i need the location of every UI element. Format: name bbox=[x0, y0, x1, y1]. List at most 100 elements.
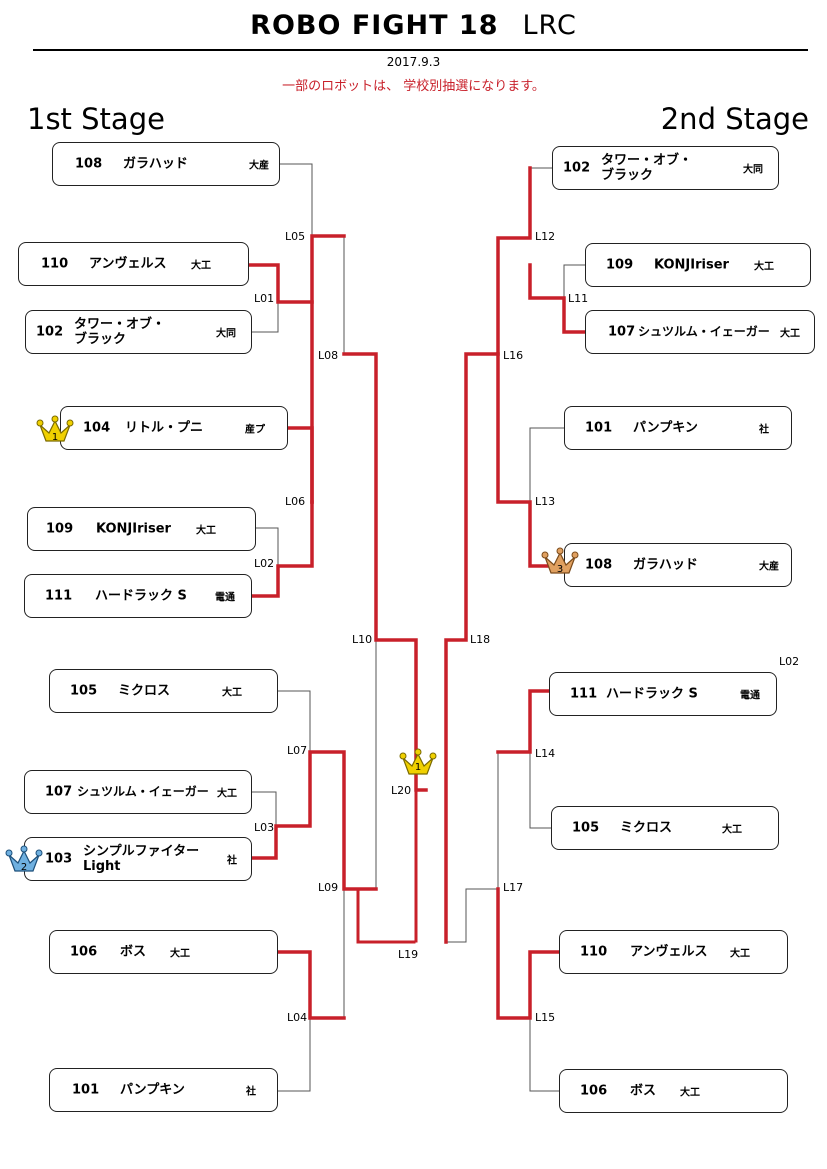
team-school: 電通 bbox=[740, 690, 760, 702]
crown-icon-bronze: 3 bbox=[541, 547, 579, 575]
team-card-left-101[interactable]: 101 パンプキン 社 bbox=[49, 1068, 278, 1112]
team-card-right-110[interactable]: 110 アンヴェルス 大工 bbox=[559, 930, 788, 974]
match-label-l11: L11 bbox=[568, 292, 589, 305]
crown-rank: 1 bbox=[52, 432, 58, 443]
match-label-l17: L17 bbox=[503, 881, 524, 894]
match-label-l01: L01 bbox=[254, 292, 275, 305]
team-card-right-108[interactable]: 108 ガラハッド 大産 bbox=[564, 543, 792, 587]
match-label-l03: L03 bbox=[254, 821, 275, 834]
team-card-left-111[interactable]: 111 ハードラック S 電通 bbox=[24, 574, 252, 618]
team-number: 106 bbox=[70, 944, 98, 960]
bracket-line bbox=[529, 167, 553, 239]
crown-icon-gold-champion: 1 bbox=[399, 748, 437, 775]
winner-line bbox=[276, 950, 346, 1020]
crown-rank: 1 bbox=[415, 762, 421, 773]
bracket-line bbox=[251, 791, 277, 827]
team-number: 107 bbox=[608, 324, 636, 340]
team-card-left-109[interactable]: 109 KONJIriser 大工 bbox=[27, 507, 256, 551]
winner-line bbox=[250, 500, 314, 598]
crown-icon-silver: 2 bbox=[5, 845, 43, 873]
winner-line bbox=[496, 352, 566, 568]
bracket-line bbox=[277, 690, 311, 753]
team-school: 大産 bbox=[249, 160, 269, 172]
winner-line bbox=[444, 166, 532, 944]
team-school: 大工 bbox=[217, 788, 237, 800]
bracket-line bbox=[529, 751, 552, 829]
team-card-left-106[interactable]: 106 ボス 大工 bbox=[49, 930, 278, 974]
match-label-l02: L02 bbox=[254, 557, 275, 570]
team-card-right-111[interactable]: 111 ハードラック S 電通 bbox=[549, 672, 777, 716]
team-name: ガラハッド bbox=[633, 557, 698, 573]
match-label-l05: L05 bbox=[285, 230, 306, 243]
final-dashed-line bbox=[356, 788, 418, 944]
bracket-line bbox=[563, 264, 586, 299]
team-number: 110 bbox=[580, 944, 608, 960]
winner-line bbox=[496, 689, 551, 754]
team-card-right-105[interactable]: 105 ミクロス 大工 bbox=[551, 806, 779, 850]
team-number: 101 bbox=[72, 1082, 100, 1098]
team-name: KONJIriser bbox=[96, 521, 171, 537]
team-name: アンヴェルス bbox=[89, 256, 167, 272]
match-label-l04: L04 bbox=[287, 1011, 308, 1024]
team-number: 103 bbox=[45, 851, 73, 867]
bracket-line bbox=[255, 527, 279, 567]
team-card-right-101[interactable]: 101 パンプキン 社 bbox=[564, 406, 792, 450]
team-name: ミクロス bbox=[118, 683, 171, 699]
team-school: 大工 bbox=[780, 328, 800, 340]
page-title: ROBO FIGHT 18 LRC bbox=[0, 10, 827, 41]
team-school: 大工 bbox=[754, 261, 774, 273]
team-name: タワー・オブ・ ブラック bbox=[601, 153, 693, 183]
team-school: 大産 bbox=[759, 561, 779, 573]
team-school: 産プ bbox=[245, 424, 265, 436]
team-number: 109 bbox=[606, 257, 634, 273]
team-card-left-110[interactable]: 110 アンヴェルス 大工 bbox=[18, 242, 249, 286]
team-card-right-102[interactable]: 102 タワー・オブ・ ブラック 大同 bbox=[552, 146, 779, 190]
title-rule bbox=[33, 49, 808, 51]
team-school: 電通 bbox=[215, 592, 235, 604]
team-card-left-107[interactable]: 107 シュツルム・イェーガー 大工 bbox=[24, 770, 252, 814]
team-name: ミクロス bbox=[620, 820, 673, 836]
team-card-left-105[interactable]: 105 ミクロス 大工 bbox=[49, 669, 278, 713]
team-card-left-104[interactable]: 104 リトル・プニ 産プ bbox=[60, 406, 288, 450]
team-school: 大工 bbox=[170, 948, 190, 960]
match-label-l18: L18 bbox=[470, 633, 491, 646]
match-label-l20: L20 bbox=[391, 784, 412, 797]
team-card-left-103[interactable]: 103 シンプルファイター Light 社 bbox=[24, 837, 252, 881]
match-label-l08: L08 bbox=[318, 349, 339, 362]
team-name: シュツルム・イェーガー bbox=[77, 784, 209, 799]
winner-line bbox=[496, 887, 561, 1020]
team-school: 大工 bbox=[680, 1087, 700, 1099]
team-card-left-102[interactable]: 102 タワー・オブ・ ブラック 大同 bbox=[25, 310, 252, 354]
match-label-l15: L15 bbox=[535, 1011, 556, 1024]
lottery-notice: 一部のロボットは、 学校別抽選になります。 bbox=[282, 79, 545, 94]
team-card-right-106[interactable]: 106 ボス 大工 bbox=[559, 1069, 788, 1113]
team-number: 110 bbox=[41, 256, 69, 272]
team-school: 大工 bbox=[196, 525, 216, 537]
team-school: 大工 bbox=[191, 260, 211, 272]
team-card-right-107[interactable]: 107 シュツルム・イェーガー 大工 bbox=[585, 310, 815, 354]
stage-label-left: 1st Stage bbox=[27, 102, 165, 136]
match-label-l14: L14 bbox=[535, 747, 556, 760]
team-card-left-108[interactable]: 108 ガラハッド 大産 bbox=[52, 142, 280, 186]
team-number: 105 bbox=[70, 683, 98, 699]
title-main: ROBO FIGHT 18 bbox=[250, 10, 499, 41]
match-label-l07: L07 bbox=[287, 744, 308, 757]
team-school: 大工 bbox=[722, 824, 742, 836]
bracket-line bbox=[277, 1017, 311, 1092]
winner-line bbox=[250, 750, 378, 891]
team-number: 102 bbox=[36, 324, 64, 340]
team-name: ハードラック S bbox=[95, 588, 187, 604]
team-name: パンプキン bbox=[120, 1082, 185, 1098]
match-label-l09: L09 bbox=[318, 881, 339, 894]
team-card-right-109[interactable]: 109 KONJIriser 大工 bbox=[585, 243, 811, 287]
stage-label-right: 2nd Stage bbox=[660, 102, 809, 136]
team-name: ガラハッド bbox=[123, 156, 188, 172]
crown-rank: 2 bbox=[21, 862, 27, 873]
team-name: タワー・オブ・ ブラック bbox=[74, 317, 166, 347]
team-number: 102 bbox=[563, 160, 591, 176]
title-sub: LRC bbox=[522, 10, 577, 41]
match-label-l12: L12 bbox=[535, 230, 556, 243]
bracket-line bbox=[529, 427, 565, 503]
match-label-l06: L06 bbox=[285, 495, 306, 508]
